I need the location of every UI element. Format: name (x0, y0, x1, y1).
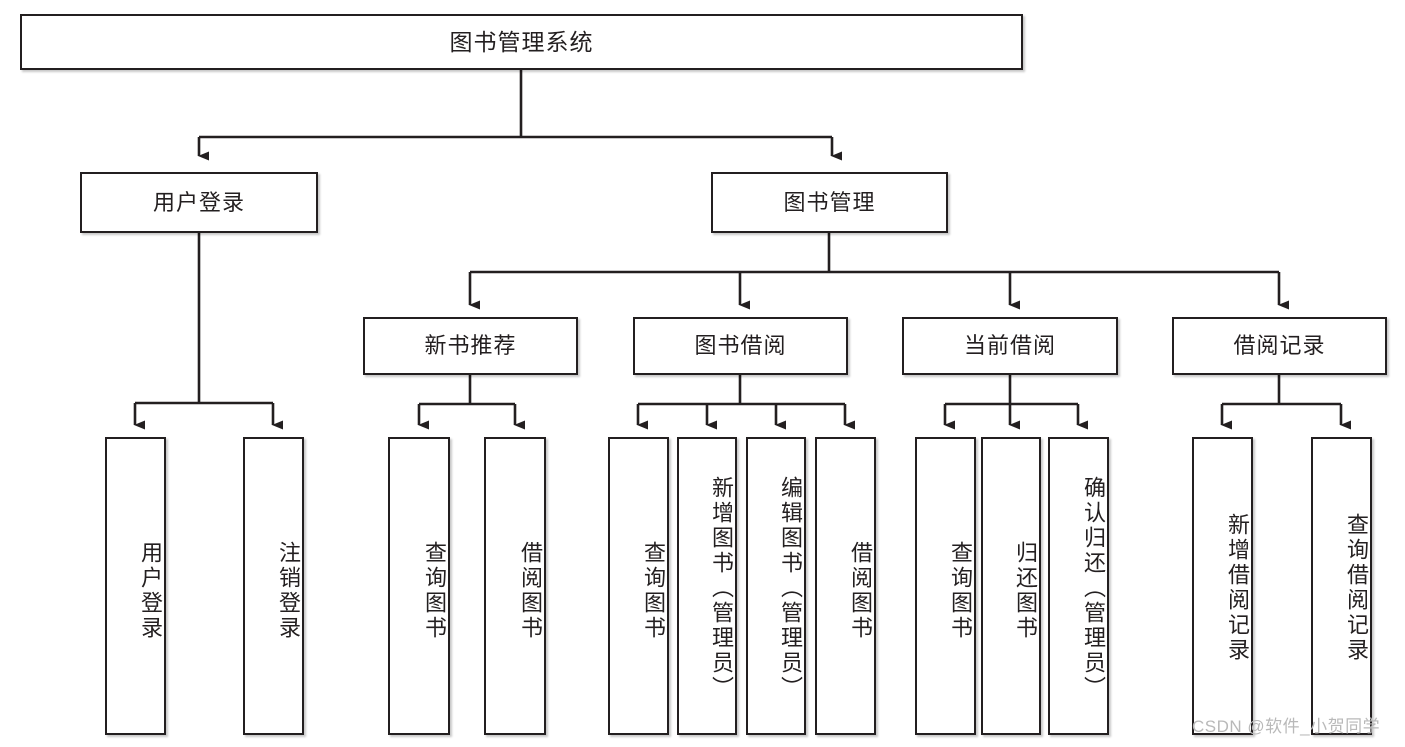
leaf-query-book-recommend[interactable]: 查询图书 (388, 437, 450, 735)
node-current-borrow[interactable]: 当前借阅 (902, 317, 1118, 375)
node-user-login[interactable]: 用户登录 (80, 172, 318, 233)
csdn-watermark: CSDN @软件_小贺同学 (1192, 717, 1381, 736)
node-borrow-records[interactable]: 借阅记录 (1172, 317, 1387, 375)
leaf-user-login[interactable]: 用户登录 (105, 437, 166, 735)
leaf-return-book[interactable]: 归还图书 (981, 437, 1041, 735)
leaf-add-book-admin[interactable]: 新增图书（管理员） (677, 437, 737, 735)
node-root-system[interactable]: 图书管理系统 (20, 14, 1023, 70)
leaf-query-book-borrow[interactable]: 查询图书 (608, 437, 669, 735)
leaf-query-book-current[interactable]: 查询图书 (915, 437, 976, 735)
node-book-management[interactable]: 图书管理 (711, 172, 948, 233)
node-new-book-recommend[interactable]: 新书推荐 (363, 317, 578, 375)
leaf-confirm-return-admin[interactable]: 确认归还（管理员） (1048, 437, 1109, 735)
leaf-borrow-book-recommend[interactable]: 借阅图书 (484, 437, 546, 735)
leaf-logout[interactable]: 注销登录 (243, 437, 304, 735)
leaf-add-borrow-record[interactable]: 新增借阅记录 (1192, 437, 1253, 735)
leaf-edit-book-admin[interactable]: 编辑图书（管理员） (746, 437, 806, 735)
node-book-borrow[interactable]: 图书借阅 (633, 317, 848, 375)
leaf-borrow-book[interactable]: 借阅图书 (815, 437, 876, 735)
leaf-query-borrow-record[interactable]: 查询借阅记录 (1311, 437, 1372, 735)
